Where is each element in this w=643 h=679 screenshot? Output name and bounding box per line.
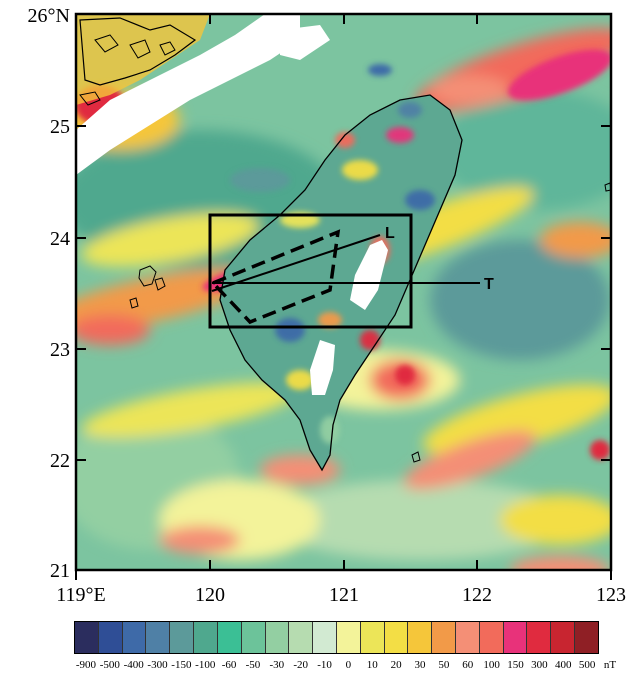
- colorbar-swatch: [217, 622, 242, 653]
- colorbar-swatch: [479, 622, 504, 653]
- colorbar-level-label: 150: [507, 659, 524, 671]
- colorbar-level-label: -150: [171, 659, 192, 671]
- colorbar-level-label: 100: [483, 659, 500, 671]
- colorbar-level-label: -20: [293, 659, 309, 671]
- colorbar-swatch: [241, 622, 266, 653]
- colorbar-level-label: 30: [414, 659, 426, 671]
- colorbar-level-label: 0: [345, 659, 352, 671]
- lon-label-119: 119°E: [56, 584, 106, 606]
- lat-label-26: 26°N: [27, 5, 70, 27]
- colorbar-swatch: [360, 622, 385, 653]
- colorbar-swatch: [98, 622, 123, 653]
- taiwan-coastline: [219, 94, 463, 472]
- profile-line-L: [211, 234, 381, 292]
- colorbar-swatch: [408, 622, 433, 653]
- lat-label-21: 21: [50, 560, 70, 582]
- magnetic-anomaly-map: L T: [74, 12, 613, 580]
- colorbar: [74, 621, 599, 654]
- colorbar-level-label: 60: [462, 659, 474, 671]
- axis-ticks: [75, 14, 612, 580]
- no-data-mountain-south: [310, 340, 335, 395]
- lat-label-25: 25: [50, 116, 70, 138]
- colorbar-unit: nT: [603, 659, 617, 671]
- no-data-strait: [76, 14, 300, 175]
- colorbar-swatch: [75, 622, 99, 653]
- lat-label-23: 23: [50, 339, 70, 361]
- colorbar-level-label: -500: [99, 659, 120, 671]
- anomaly-field: [76, 14, 611, 570]
- lat-label-22: 22: [50, 450, 70, 472]
- colorbar-level-label: -100: [195, 659, 216, 671]
- colorbar-level-label: -60: [221, 659, 237, 671]
- colorbar-swatch: [265, 622, 290, 653]
- profile-label-T: T: [484, 276, 494, 293]
- colorbar-swatch: [551, 622, 576, 653]
- study-area-box: [208, 213, 413, 329]
- colorbar-swatch: [384, 622, 409, 653]
- colorbar-level-label: 300: [531, 659, 548, 671]
- anomaly-zone-dashed: [209, 229, 341, 325]
- lon-label-121: 121: [329, 584, 359, 606]
- colorbar-swatch: [432, 622, 456, 653]
- colorbar-swatch: [527, 622, 552, 653]
- colorbar-level-label: -900: [75, 659, 97, 671]
- profile-label-L: L: [385, 225, 395, 242]
- colorbar-level-label: -30: [269, 659, 285, 671]
- colorbar-level-label: -10: [317, 659, 332, 671]
- colorbar-swatch: [122, 622, 147, 653]
- colorbar-swatch: [456, 622, 480, 653]
- colorbar-level-label: 500: [578, 659, 596, 671]
- colorbar-level-label: 10: [366, 659, 378, 671]
- colorbar-level-label: 20: [390, 659, 402, 671]
- colorbar-swatch: [289, 622, 314, 653]
- colorbar-swatch: [170, 622, 195, 653]
- lon-label-120: 120: [195, 584, 225, 606]
- colorbar-swatch: [146, 622, 171, 653]
- lon-label-122: 122: [462, 584, 492, 606]
- colorbar-level-label: -400: [123, 659, 144, 671]
- colorbar-swatch: [503, 622, 528, 653]
- colorbar-level-label: -50: [245, 659, 261, 671]
- no-data-mountain-north: [350, 240, 388, 310]
- colorbar-swatch: [194, 622, 218, 653]
- lat-label-24: 24: [50, 228, 70, 250]
- colorbar-level-label: -300: [147, 659, 168, 671]
- colorbar-level-label: 400: [554, 659, 572, 671]
- colorbar-level-label: 50: [438, 659, 450, 671]
- colorbar-swatch: [313, 622, 337, 653]
- lon-label-123: 123: [596, 584, 626, 606]
- colorbar-swatch: [575, 622, 598, 653]
- colorbar-swatch: [336, 622, 361, 653]
